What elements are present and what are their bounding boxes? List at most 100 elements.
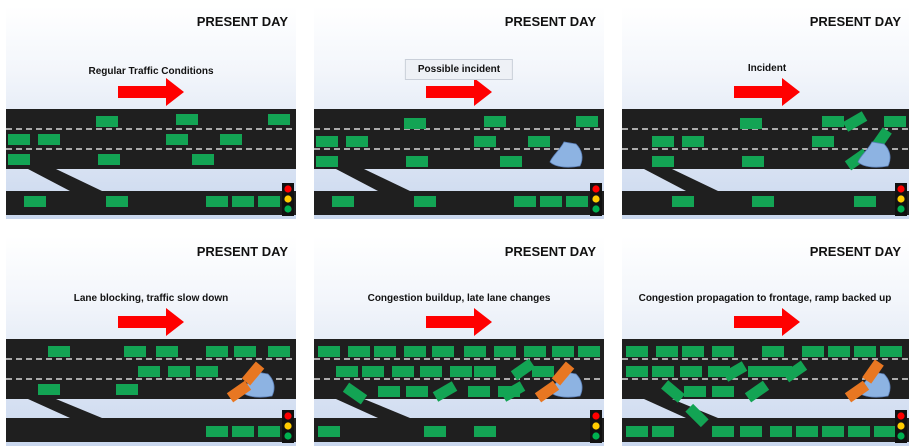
- car: [626, 346, 648, 357]
- car: [192, 154, 214, 165]
- car: [661, 380, 685, 403]
- exit-ramp: [336, 399, 410, 418]
- car: [566, 196, 588, 207]
- incident-car: [241, 361, 265, 386]
- car: [318, 346, 340, 357]
- incident-car: [862, 359, 884, 384]
- car: [166, 134, 188, 145]
- car: [770, 366, 792, 377]
- exit-ramp: [28, 399, 102, 418]
- car: [524, 346, 546, 357]
- spill-puddle: [549, 141, 583, 168]
- car: [712, 386, 734, 397]
- car: [880, 346, 902, 357]
- car: [500, 381, 526, 402]
- exit-ramp: [644, 169, 718, 191]
- car: [762, 346, 784, 357]
- car: [626, 366, 648, 377]
- car: [770, 426, 792, 437]
- car: [484, 116, 506, 127]
- traffic-light-green: [284, 205, 292, 213]
- car: [168, 366, 190, 377]
- car: [874, 426, 896, 437]
- car: [652, 366, 674, 377]
- traffic-light-yellow: [284, 422, 292, 430]
- panel-5: PRESENT DAY Congestion buildup, late lan…: [314, 236, 604, 446]
- car: [712, 426, 734, 437]
- traffic-light-green: [592, 432, 600, 440]
- car: [712, 346, 734, 357]
- car: [450, 366, 472, 377]
- traffic-light-green: [897, 432, 905, 440]
- traffic-light-red: [284, 412, 292, 420]
- car: [722, 361, 748, 382]
- car: [494, 346, 516, 357]
- traffic-direction-arrow: [118, 308, 184, 336]
- car: [342, 382, 368, 405]
- car: [8, 134, 30, 145]
- car: [404, 346, 426, 357]
- traffic-light-green: [897, 205, 905, 213]
- car: [796, 426, 818, 437]
- traffic-light-red: [897, 185, 905, 193]
- panel-title: PRESENT DAY: [196, 14, 288, 29]
- car: [680, 366, 702, 377]
- car: [8, 154, 30, 165]
- car: [652, 136, 674, 147]
- car: [684, 386, 706, 397]
- traffic-scene: [6, 78, 296, 216]
- traffic-direction-arrow: [734, 308, 800, 336]
- panel-caption: Incident: [747, 63, 787, 74]
- panel-2: PRESENT DAY Possible incident: [314, 6, 604, 219]
- panel-3: PRESENT DAY Incident: [622, 6, 909, 219]
- panel-caption: Congestion buildup, late lane changes: [367, 293, 551, 304]
- car: [540, 196, 562, 207]
- traffic-direction-arrow: [734, 78, 800, 106]
- car: [378, 386, 400, 397]
- traffic-scene: [622, 308, 909, 443]
- car: [176, 114, 198, 125]
- car: [782, 360, 808, 383]
- panel-6: PRESENT DAY Congestion propagation to fr…: [622, 236, 909, 446]
- car: [234, 346, 256, 357]
- car: [682, 136, 704, 147]
- car: [196, 366, 218, 377]
- car: [392, 366, 414, 377]
- traffic-scene: [622, 78, 909, 216]
- car: [468, 386, 490, 397]
- car: [474, 136, 496, 147]
- incident-car: [534, 380, 560, 403]
- car: [752, 196, 774, 207]
- panel-caption: Congestion propagation to frontage, ramp…: [638, 293, 892, 304]
- car: [96, 116, 118, 127]
- car: [124, 346, 146, 357]
- car: [318, 426, 340, 437]
- car: [424, 426, 446, 437]
- car: [828, 346, 850, 357]
- traffic-light-green: [592, 205, 600, 213]
- traffic-light-red: [284, 185, 292, 193]
- car: [552, 346, 574, 357]
- car: [232, 196, 254, 207]
- car: [656, 346, 678, 357]
- car: [38, 134, 60, 145]
- spill-puddle: [857, 141, 891, 168]
- car: [464, 346, 486, 357]
- car: [528, 136, 550, 147]
- traffic-light-yellow: [592, 195, 600, 203]
- traffic-light-red: [592, 412, 600, 420]
- car: [848, 426, 870, 437]
- panel-title: PRESENT DAY: [504, 14, 596, 29]
- car: [268, 114, 290, 125]
- car: [578, 346, 600, 357]
- car: [822, 426, 844, 437]
- car: [48, 346, 70, 357]
- panel-title: PRESENT DAY: [196, 244, 288, 259]
- car: [742, 156, 764, 167]
- car: [748, 366, 770, 377]
- traffic-light-red: [592, 185, 600, 193]
- car: [474, 426, 496, 437]
- car: [682, 346, 704, 357]
- panel-title: PRESENT DAY: [504, 244, 596, 259]
- car: [854, 346, 876, 357]
